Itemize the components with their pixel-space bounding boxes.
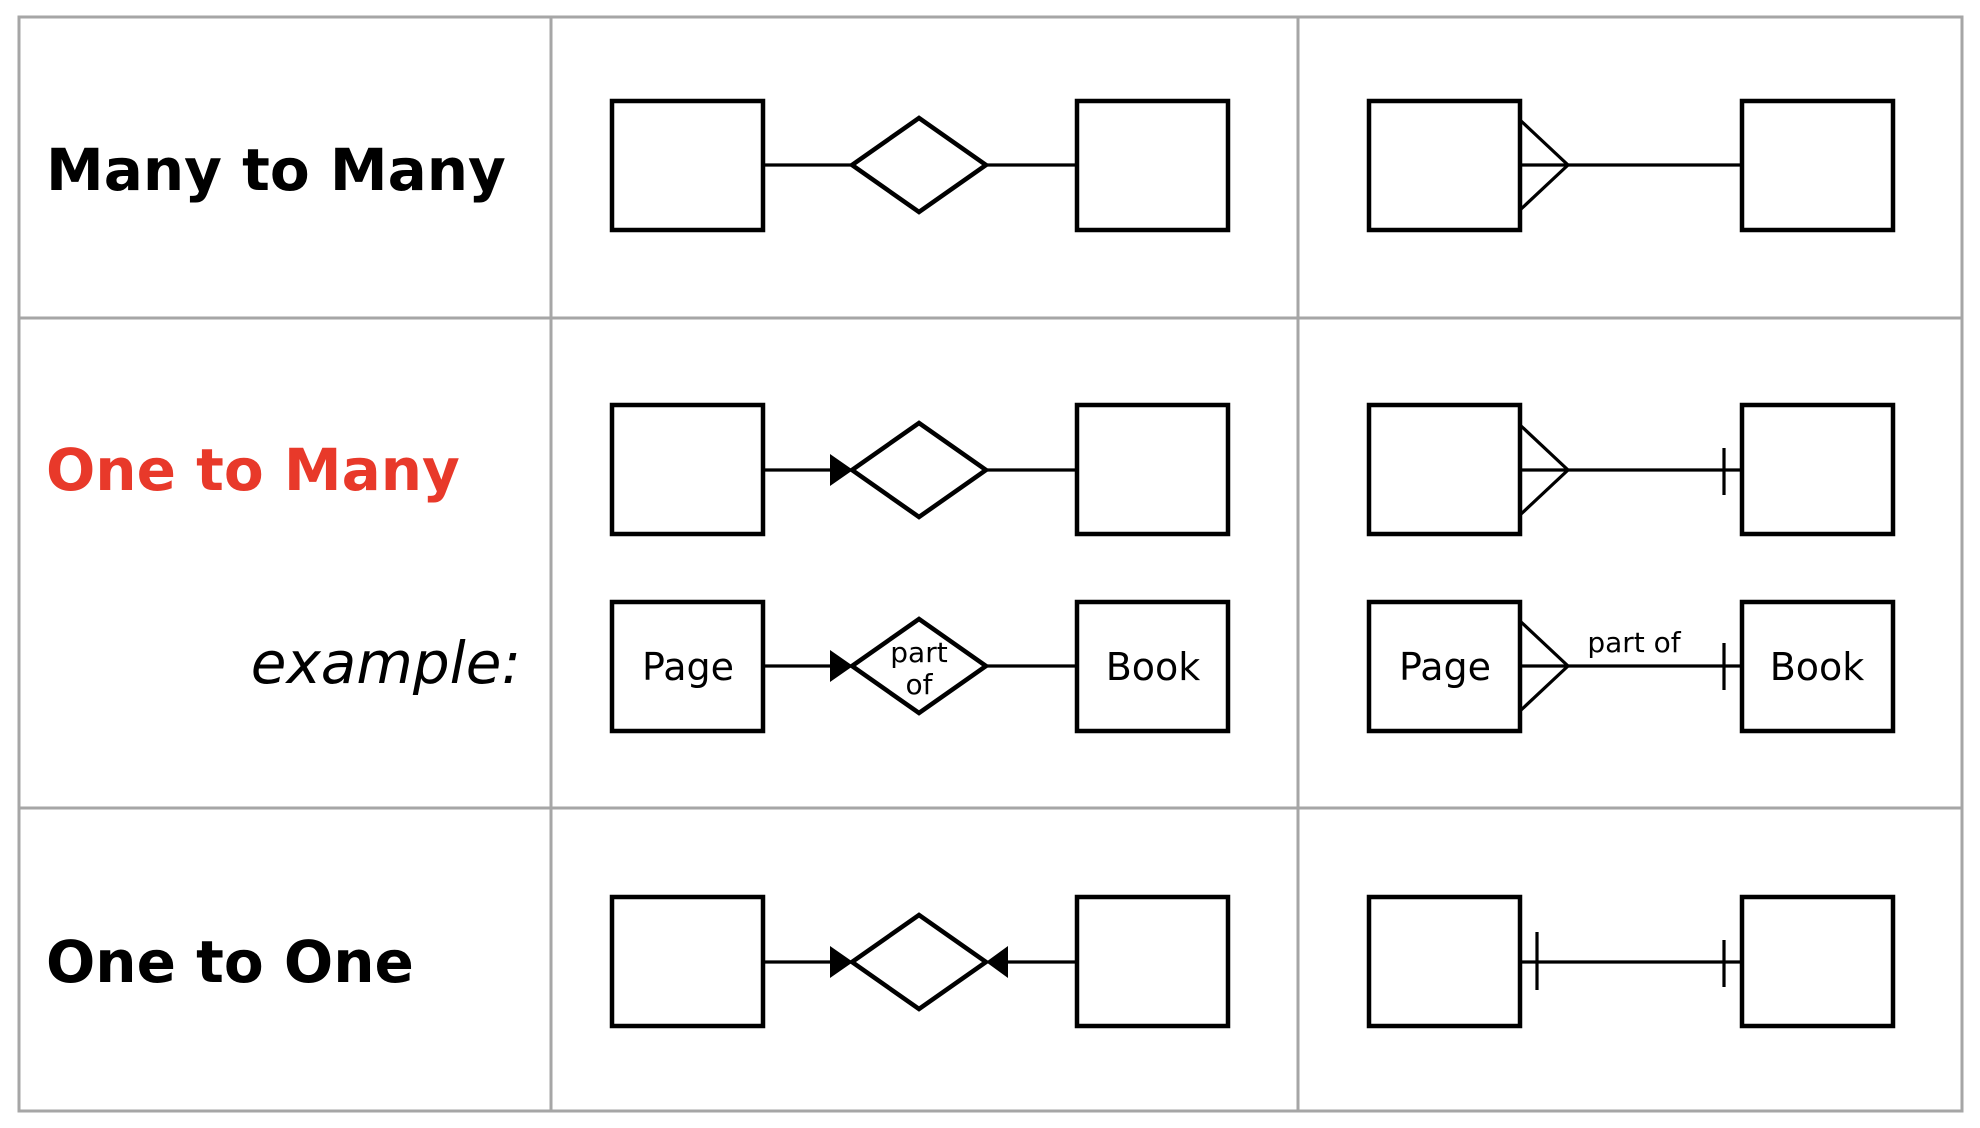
entity-label-book: Book xyxy=(1106,645,1201,689)
crowsfoot-example: Page Book part of xyxy=(1366,599,1896,734)
chen-many-to-many xyxy=(609,98,1231,233)
relationship-diamond xyxy=(848,115,990,215)
entity-box xyxy=(1739,98,1896,233)
entity-box xyxy=(1366,894,1523,1029)
arrowhead xyxy=(986,946,1008,978)
relationship-diamond xyxy=(848,912,990,1012)
entity-box xyxy=(1739,402,1896,537)
arrowhead xyxy=(830,946,853,978)
crowsfoot-many-symbol xyxy=(1518,619,1571,713)
crowsfoot-one-to-many xyxy=(1366,402,1896,537)
entity-box-book xyxy=(1739,599,1896,734)
entity-box xyxy=(609,402,766,537)
example-label: example: xyxy=(251,629,521,697)
table-grid xyxy=(17,15,1964,1113)
crowsfoot-one-to-one xyxy=(1366,894,1896,1029)
entity-box xyxy=(1074,98,1231,233)
chen-one-to-many xyxy=(609,402,1231,537)
table-border xyxy=(17,15,1964,1113)
arrowhead xyxy=(830,650,853,682)
entity-box-page xyxy=(609,599,766,734)
entity-box-book xyxy=(1074,599,1231,734)
entity-box xyxy=(1739,894,1896,1029)
entity-box xyxy=(1074,402,1231,537)
relationship-diamond xyxy=(848,420,990,520)
entity-box xyxy=(1074,894,1231,1029)
chen-example: Page Book part of xyxy=(609,599,1231,734)
row-title-many-to-many: Many to Many xyxy=(46,136,506,204)
relationship-label-line2: of xyxy=(906,668,934,701)
entity-box-page xyxy=(1366,599,1523,734)
entity-label-page: Page xyxy=(642,645,734,689)
crowsfoot-many-symbol xyxy=(1518,423,1571,517)
entity-box xyxy=(1366,402,1523,537)
chen-one-to-one xyxy=(609,894,1231,1029)
relationship-label-line1: part xyxy=(890,636,947,669)
row-title-one-to-many: One to Many xyxy=(46,436,460,504)
entity-label-page: Page xyxy=(1399,645,1491,689)
entity-label-book: Book xyxy=(1770,645,1865,689)
row-title-one-to-one: One to One xyxy=(46,928,414,996)
arrowhead xyxy=(830,454,853,486)
crowsfoot-many-symbol xyxy=(1518,118,1571,212)
relationship-diamond xyxy=(848,616,990,716)
crowsfoot-many-to-many xyxy=(1366,98,1896,233)
entity-box xyxy=(609,894,766,1029)
entity-box xyxy=(609,98,766,233)
entity-box xyxy=(1366,98,1523,233)
crowsfoot-relationship-label: part of xyxy=(1587,626,1681,659)
